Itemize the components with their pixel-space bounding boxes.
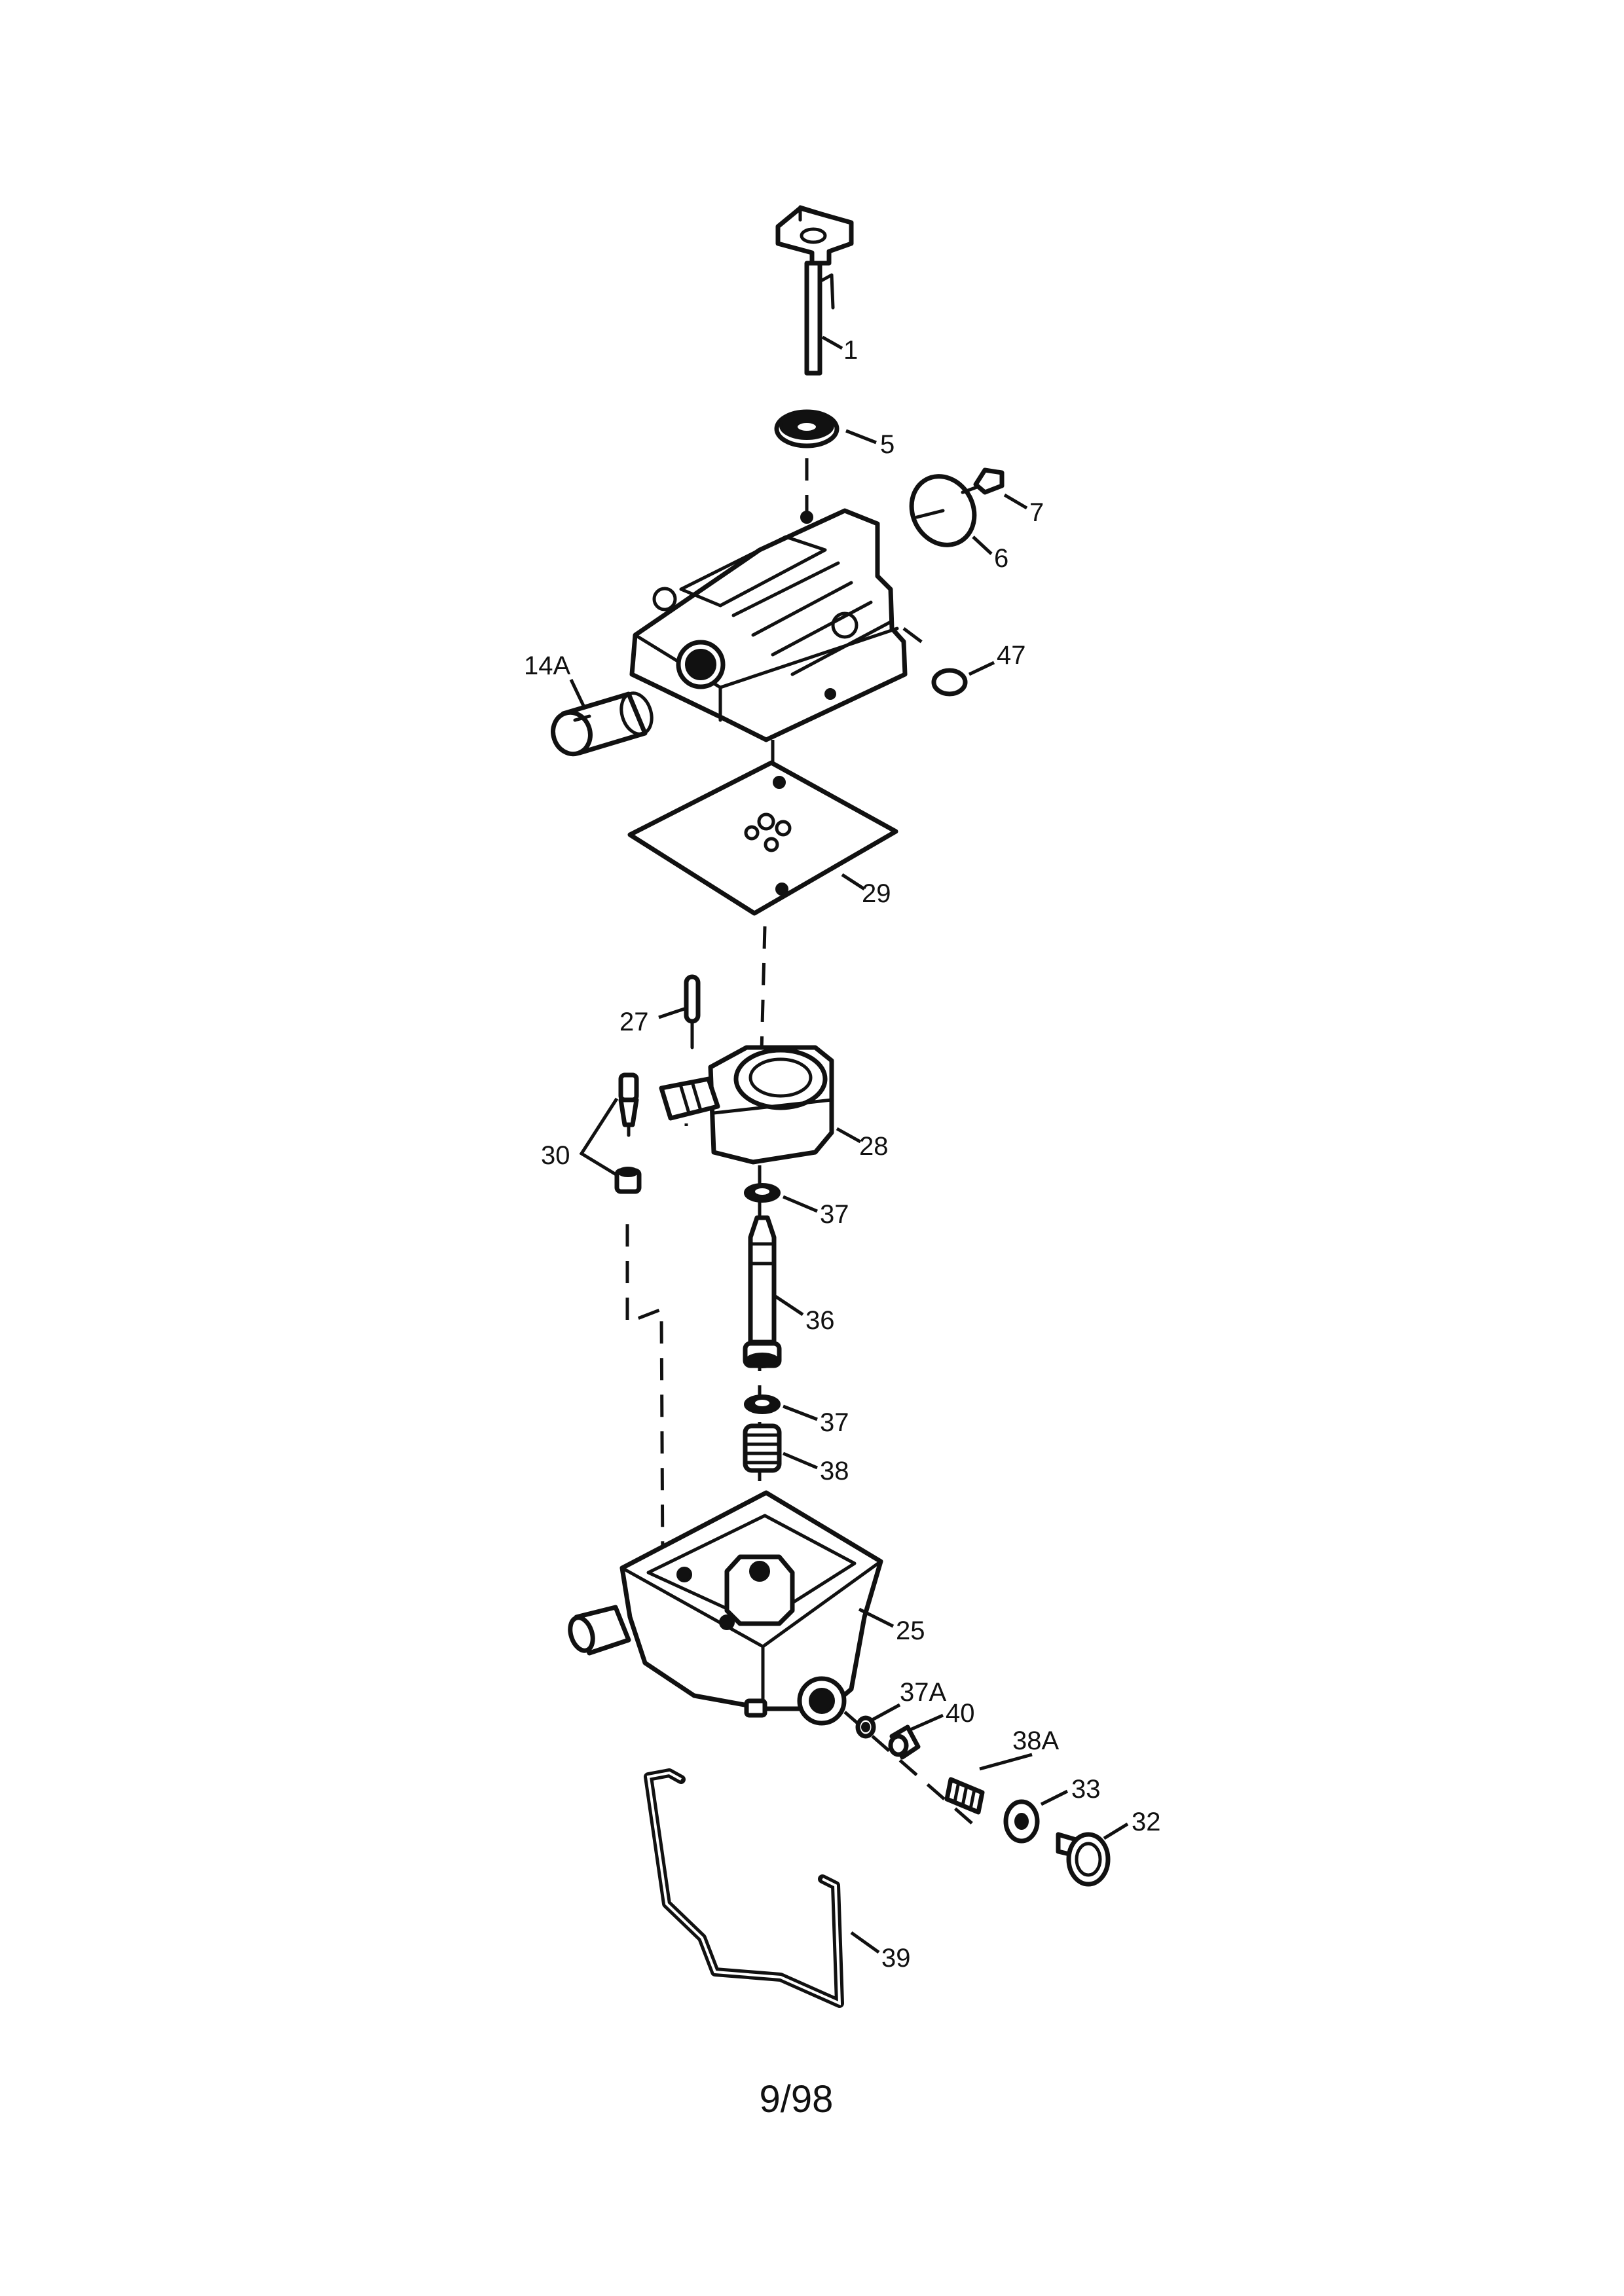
part-7-screw (961, 467, 1005, 495)
callout-6: 6 (994, 544, 1008, 573)
part-39-wire-bail (644, 1768, 844, 2008)
callout-7: 7 (1029, 498, 1044, 527)
callout-37-upper: 37 (820, 1200, 849, 1229)
callout-5: 5 (880, 430, 895, 459)
callout-32: 32 (1132, 1808, 1161, 1836)
callout-labels: 1 5 7 6 14A 47 29 27 28 30 37 36 37 38 2… (524, 336, 1161, 1973)
part-40-plug (888, 1724, 921, 1760)
callout-33: 33 (1071, 1775, 1101, 1804)
callout-27: 27 (619, 1008, 649, 1036)
part-14a-filter (551, 691, 654, 757)
part-37-o-ring-upper (744, 1183, 781, 1203)
part-6-throttle-plate (909, 474, 977, 547)
part-47-plug (931, 668, 968, 697)
callout-37a: 37A (900, 1678, 946, 1707)
callout-39: 39 (881, 1944, 911, 1973)
part-38-spring (743, 1423, 782, 1473)
callout-30: 30 (541, 1141, 570, 1170)
part-28-float (659, 1045, 834, 1165)
throttle-body (629, 508, 908, 742)
part-37a-o-ring (855, 1715, 876, 1739)
callout-25: 25 (896, 1616, 925, 1645)
callout-38: 38 (820, 1457, 849, 1485)
part-5-seal (774, 409, 840, 448)
callout-leaders (569, 335, 1129, 1954)
part-37-o-ring-lower (744, 1394, 781, 1414)
part-38a-spring (944, 1777, 985, 1815)
callout-40: 40 (946, 1699, 975, 1728)
callout-29: 29 (862, 879, 891, 908)
callout-14a: 14A (524, 651, 570, 680)
part-30-inlet-needle (618, 1072, 639, 1137)
callout-47: 47 (997, 641, 1026, 670)
page-number: 9/98 (760, 2078, 834, 2121)
part-25-float-bowl (568, 1490, 883, 1726)
callout-28: 28 (859, 1132, 889, 1161)
part-36-main-nozzle (743, 1215, 782, 1368)
callout-1: 1 (843, 336, 858, 365)
callout-38a: 38A (1012, 1726, 1059, 1755)
part-29-gasket (627, 760, 898, 916)
part-27-pin (684, 974, 701, 1049)
callout-37-lower: 37 (820, 1408, 849, 1437)
part-1-throttle-shaft (775, 205, 854, 376)
callout-36: 36 (805, 1306, 835, 1335)
part-33-washer (1003, 1799, 1040, 1844)
part-30-needle-seat (614, 1167, 642, 1194)
part-32-adjustment-screw (1056, 1832, 1111, 1887)
